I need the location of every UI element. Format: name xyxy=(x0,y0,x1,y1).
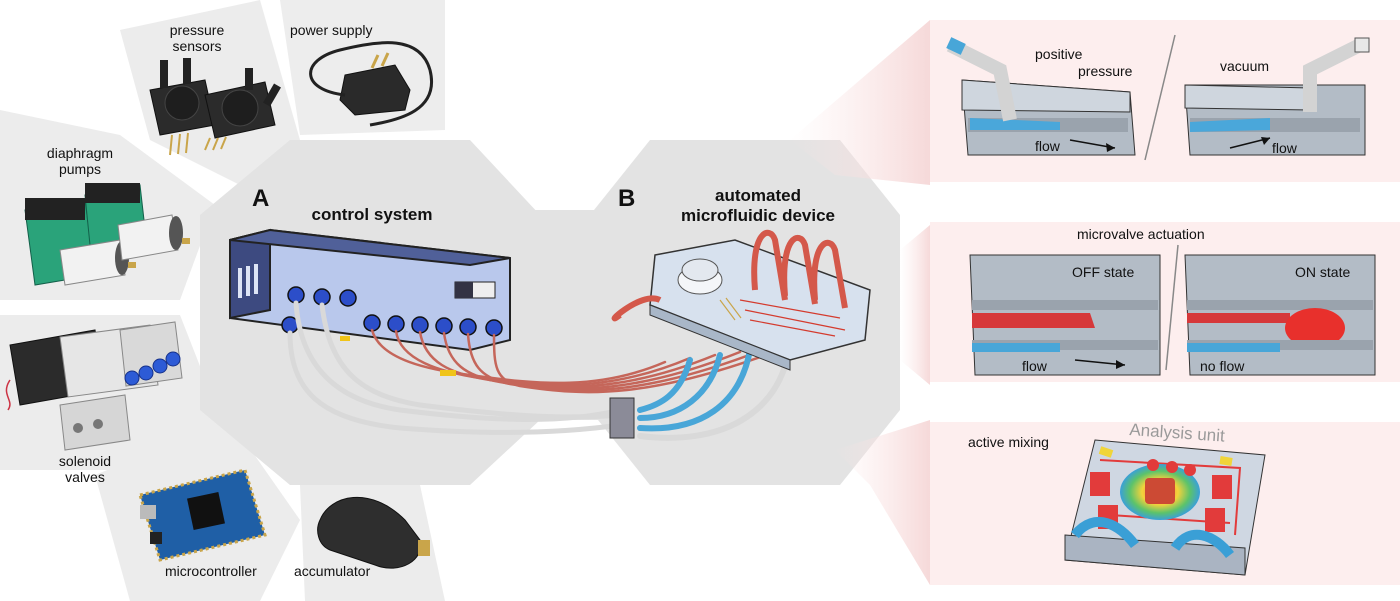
label-vacuum: vacuum xyxy=(1220,58,1270,74)
panel-a-title: control system xyxy=(311,205,433,224)
label-no-flow: no flow xyxy=(1200,358,1245,374)
label-microcontroller: microcontroller xyxy=(165,563,257,579)
power-supply-illustration xyxy=(309,41,434,127)
label-power-supply: power supply xyxy=(290,22,373,38)
label-microvalve-actuation: microvalve actuation xyxy=(1077,226,1205,242)
pressure-sensors-illustration xyxy=(149,58,281,156)
panel-b-title-line2: microfluidic device xyxy=(681,206,835,225)
label-pressure-sensors: pressure sensors xyxy=(169,22,225,54)
solenoid-valves-illustration xyxy=(5,321,183,451)
inset-valve-drawing xyxy=(969,244,1376,376)
label-off-state: OFF state xyxy=(1072,264,1135,280)
diaphragm-pumps-illustration xyxy=(24,183,190,286)
inset-mixing-drawing xyxy=(1064,439,1266,576)
panel-b-title-line1: automated xyxy=(715,186,801,205)
microcontroller-illustration xyxy=(138,468,267,562)
inset-pressure-drawing xyxy=(946,34,1370,161)
label-solenoid-valves: solenoid valves xyxy=(58,453,112,485)
panel-a-letter: A xyxy=(252,185,270,212)
connector-beams xyxy=(790,20,930,585)
label-pressure: pressure xyxy=(1078,63,1133,79)
microfluidic-device xyxy=(611,229,871,371)
label-diaphragm-pumps: diaphragm pumps xyxy=(46,145,114,177)
label-flow: flow xyxy=(1022,358,1047,374)
panel-b-letter: B xyxy=(618,185,636,212)
label-flow-vacuum: flow xyxy=(1272,140,1297,156)
label-flow-positive: flow xyxy=(1035,138,1060,154)
label-positive: positive xyxy=(1035,46,1083,62)
label-on-state: ON state xyxy=(1295,264,1351,280)
label-accumulator: accumulator xyxy=(294,563,371,579)
label-active-mixing: active mixing xyxy=(968,434,1049,450)
accumulator-illustration xyxy=(317,496,430,569)
tubing xyxy=(287,300,793,441)
